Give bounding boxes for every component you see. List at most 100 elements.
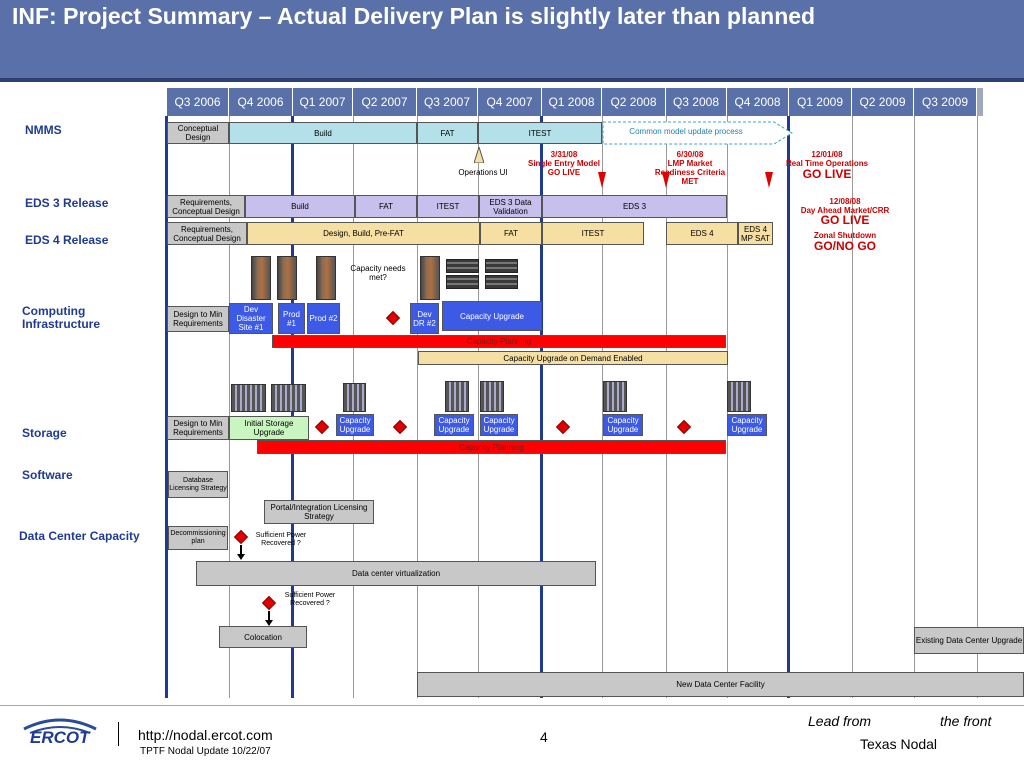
storage-capacity-upgrade-1: Capacity Upgrade [336, 414, 374, 436]
milestone-zonal-shutdown-go-no-go: GO/NO GO [813, 239, 876, 253]
footer-subtitle: TPTF Nodal Update 10/22/07 [140, 746, 271, 757]
nmms-conceptual-design: Conceptual Design [167, 122, 229, 144]
storage-array-icon [480, 381, 504, 412]
nmms-build: Build [229, 122, 417, 144]
quarter-header-q1-2007: Q1 2007 [293, 88, 353, 116]
dc-new-facility: New Data Center Facility [417, 672, 1024, 697]
quarter-header-q3-2006: Q3 2006 [167, 88, 229, 116]
rack-server-icon [485, 275, 518, 289]
milestone-12-08-08-date: 12/08/08 [829, 197, 861, 206]
quarter-header-q1-2008: Q1 2008 [542, 88, 602, 116]
server-icon [316, 256, 336, 300]
milestone-12-01-08-date: 12/01/08 [811, 150, 843, 159]
title-bar [0, 0, 1024, 78]
computing-prod-2: Prod #2 [307, 303, 340, 334]
grid-line-q2-2009 [852, 116, 853, 698]
decision-diamond-icon [676, 419, 692, 435]
computing-design-min-req: Design to Min Requirements [167, 306, 229, 332]
arrow-head-icon [237, 554, 245, 560]
milestone-12-08-08-go-live: GO LIVE [820, 213, 870, 227]
server-icon [251, 256, 271, 300]
decision-diamond-icon [261, 595, 277, 611]
rack-server-icon [446, 275, 479, 289]
grid-line-q3-2007 [417, 116, 418, 698]
quarter-header-q1-2009: Q1 2009 [789, 88, 852, 116]
row-label-computing: Computing Infrastructure [22, 304, 101, 331]
quarter-header-q4-2008: Q4 2008 [727, 88, 789, 116]
grid-line-q3-2008 [666, 116, 667, 698]
grid-line-end [977, 116, 978, 698]
eds3-data-validation: EDS 3 Data Validation [479, 195, 542, 218]
row-label-data-center: Data Center Capacity [19, 529, 140, 543]
title-bar-underline [0, 78, 1024, 82]
software-portal-licensing: Portal/Integration Licensing Strategy [264, 500, 374, 524]
eds4-requirements: Requirements, Conceptual Design [167, 222, 247, 245]
row-label-eds3: EDS 3 Release [25, 196, 109, 210]
computing-prod-1: Prod #1 [278, 303, 305, 334]
storage-design-min-req: Design to Min Requirements [167, 416, 229, 440]
storage-array-icon [603, 381, 627, 412]
storage-capacity-upgrade-2: Capacity Upgrade [434, 414, 474, 436]
grid-line-q1-2009 [787, 116, 790, 698]
eds4-mp-sat: EDS 4 MP SAT [738, 222, 773, 245]
storage-array-icon [343, 383, 366, 412]
operations-ui-label: Operations UI [458, 168, 508, 177]
nmms-itest: ITEST [478, 122, 602, 144]
grid-line-q4-2007 [478, 116, 479, 698]
quarter-header-q3-2009: Q3 2009 [914, 88, 977, 116]
decision-diamond-icon [233, 529, 249, 545]
footer-lead-from: Lead from [808, 713, 872, 729]
nmms-fat: FAT [417, 122, 478, 144]
footer-url[interactable]: http://nodal.ercot.com [138, 727, 273, 743]
quarter-header-q2-2007: Q2 2007 [353, 88, 417, 116]
dc-sufficient-power-label-2: Sufficient Power Recovered ? [284, 592, 336, 607]
dc-colocation: Colocation [219, 626, 307, 648]
eds3-itest: ITEST [417, 195, 479, 218]
eds3-requirements: Requirements, Conceptual Design [167, 195, 245, 218]
milestone-6-30-08-text: LMP Market Readiness Criteria MET [654, 159, 726, 186]
row-label-eds4: EDS 4 Release [25, 233, 109, 247]
milestone-12-01-08-text: Real Time Operations [785, 159, 869, 168]
storage-capacity-upgrade-4: Capacity Upgrade [603, 414, 643, 436]
quarter-header-q4-2007: Q4 2007 [478, 88, 542, 116]
rack-server-icon [446, 259, 479, 273]
storage-array-icon [727, 381, 751, 412]
storage-array-icon [271, 384, 306, 412]
footer-the-front: the front [940, 713, 992, 729]
arrow-head-icon [265, 620, 273, 626]
footer-texas-nodal: Texas Nodal [860, 736, 938, 752]
quarter-header-q2-2009: Q2 2009 [852, 88, 914, 116]
ercot-logo-icon [23, 718, 97, 734]
row-label-storage: Storage [22, 426, 67, 440]
page-number: 4 [540, 729, 548, 745]
capacity-needs-met-label: Capacity needs met? [350, 264, 406, 282]
dc-sufficient-power-label-1: Sufficient Power Recovered ? [255, 532, 307, 547]
server-icon [277, 256, 297, 300]
decision-diamond-icon [385, 310, 401, 326]
computing-dev-dr-2: Dev DR #2 [410, 303, 439, 334]
quarter-header-q3-2008: Q3 2008 [666, 88, 727, 116]
page-title: INF: Project Summary – Actual Delivery P… [12, 3, 816, 29]
row-label-nmms: NMMS [25, 123, 62, 137]
computing-capacity-planning: Capacity Planning [272, 335, 726, 348]
operations-ui-marker-icon [474, 147, 484, 163]
computing-upgrade-on-demand: Capacity Upgrade on Demand Enabled [418, 351, 728, 365]
storage-initial-upgrade: Initial Storage Upgrade [229, 416, 309, 440]
grid-line-q3-2009 [914, 116, 915, 698]
storage-capacity-upgrade-3: Capacity Upgrade [480, 414, 518, 436]
footer-divider [0, 705, 1024, 706]
rack-server-icon [485, 259, 518, 273]
server-icon [420, 256, 440, 300]
header-end-cap [977, 88, 983, 116]
software-database-licensing: Database Licensing Strategy [168, 471, 228, 498]
eds3-build: Build [245, 195, 355, 218]
dc-existing-upgrade: Existing Data Center Upgrade [914, 627, 1024, 654]
storage-array-icon [445, 381, 469, 412]
eds4-eds4: EDS 4 [666, 222, 738, 245]
nmms-common-model-arrow [602, 121, 793, 145]
decision-diamond-icon [314, 419, 330, 435]
decision-diamond-icon [392, 419, 408, 435]
milestone-flag-6-30-08-icon [662, 172, 670, 188]
grid-line-q2-2008 [602, 116, 603, 698]
milestone-flag-3-31-08-icon [598, 172, 606, 188]
